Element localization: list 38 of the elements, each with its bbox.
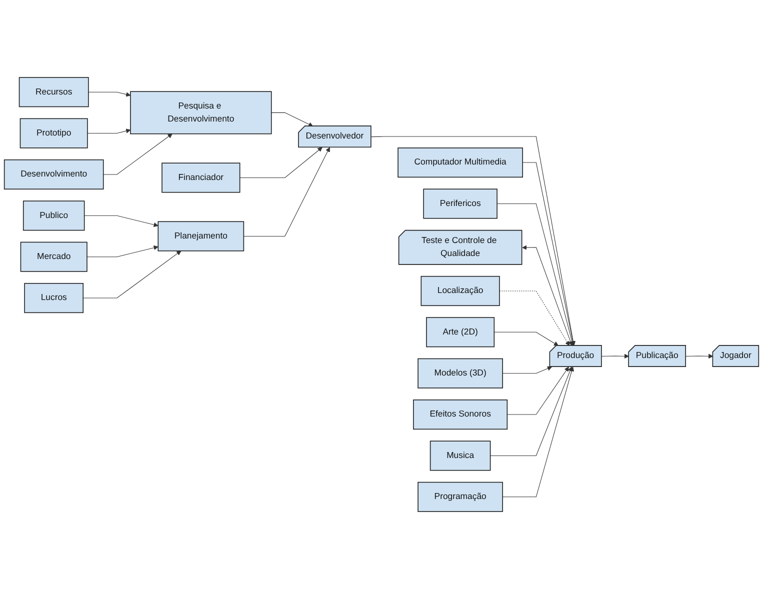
arrow xyxy=(490,366,572,456)
node-box: Pesquisa e Desenvolvimento xyxy=(130,91,272,134)
arrow xyxy=(87,128,131,134)
node-box: Desenvolvimento xyxy=(4,159,104,190)
node-box: Arte (2D) xyxy=(426,317,495,348)
node-box: Musica xyxy=(430,440,491,471)
arrow xyxy=(494,332,559,346)
node-box: Programação xyxy=(418,482,503,512)
arrow xyxy=(522,245,573,346)
arrow xyxy=(499,290,570,346)
node-box: Planejamento xyxy=(158,221,244,252)
node-box: Modelos (3D) xyxy=(418,358,503,388)
arrow xyxy=(496,203,574,346)
arrow xyxy=(502,366,552,374)
node-box: Prototipo xyxy=(20,118,88,148)
node-box: Localização xyxy=(420,276,500,306)
arrow xyxy=(601,354,630,359)
arrow xyxy=(240,147,322,178)
arrow xyxy=(82,250,182,298)
arrow xyxy=(88,92,131,97)
node-box: Efeitos Sonoros xyxy=(413,400,508,430)
arrow xyxy=(103,134,172,175)
node-box: Lucros xyxy=(24,282,84,314)
arrow xyxy=(86,245,158,258)
node-box: Mercado xyxy=(20,242,88,272)
node-box: Financiador xyxy=(162,162,240,193)
arrow xyxy=(502,366,574,498)
arrow xyxy=(370,136,576,346)
arrow xyxy=(271,112,314,126)
node-box: Publico xyxy=(22,200,85,231)
arrow xyxy=(506,366,569,415)
node-box: Computador Multimedia xyxy=(398,148,523,178)
node-box: Recursos xyxy=(18,77,89,108)
arrow xyxy=(243,147,330,237)
arrow xyxy=(522,162,576,346)
arrow xyxy=(84,215,158,228)
node-box: Perifericos xyxy=(423,188,498,219)
arrow xyxy=(686,354,714,359)
